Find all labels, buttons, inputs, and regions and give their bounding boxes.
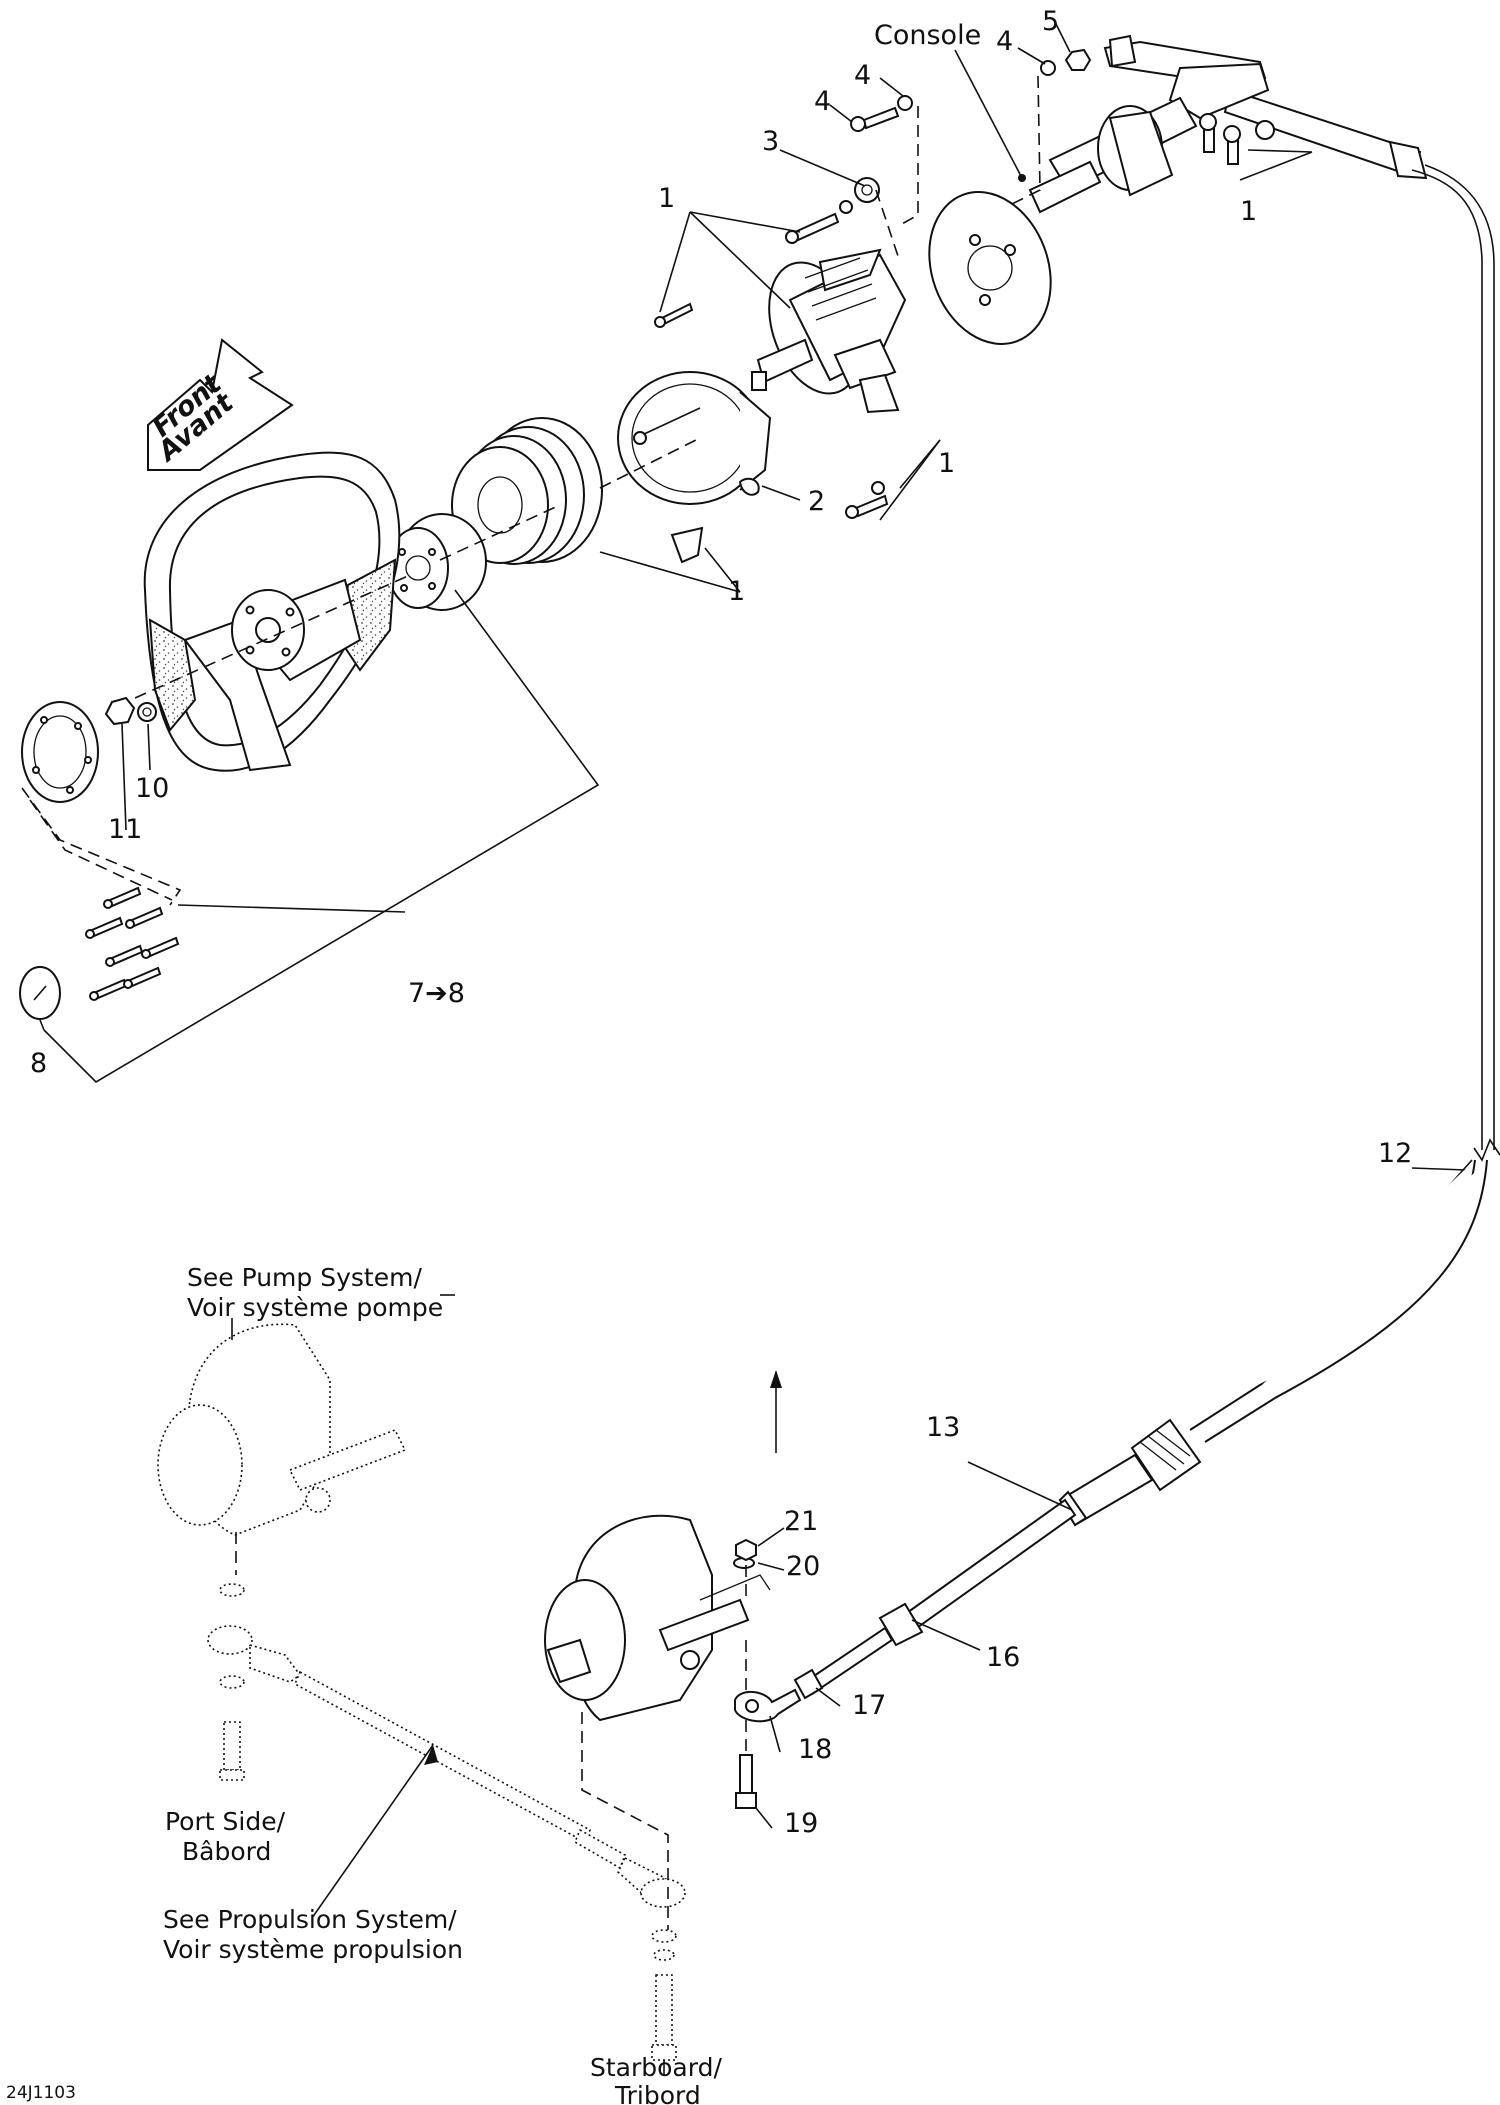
front-direction-arrow: Front Avant <box>147 338 294 471</box>
starboard-ref-line1: Starboard/ <box>590 2053 722 2082</box>
pump-ref-line2: Voir système pompe <box>187 1293 443 1322</box>
washer-3 <box>854 177 880 203</box>
key <box>738 477 760 496</box>
steering-cable-12 <box>793 1159 1488 1700</box>
port-ref-line2: Bâbord <box>182 1837 271 1866</box>
bolt-19 <box>735 1754 757 1809</box>
callout-3: 3 <box>762 126 779 157</box>
label-console: Console <box>874 20 981 51</box>
steering-column-assembly <box>928 34 1428 345</box>
callout-17: 17 <box>852 1690 886 1721</box>
callout-20: 20 <box>786 1551 820 1582</box>
washer-5a <box>897 95 913 111</box>
callout-5-right: 4 <box>996 26 1013 57</box>
tilt-mechanism <box>751 248 907 414</box>
callout-18: 18 <box>798 1734 832 1765</box>
propulsion-ref-line2: Voir système propulsion <box>163 1935 463 1964</box>
drawing-code: 24J1103 <box>6 2083 76 2103</box>
callout-1-right: 1 <box>1240 196 1257 227</box>
callout-12: 12 <box>1378 1138 1412 1169</box>
callout-labels: Console 5 4 4 4 3 1 1 1 2 1 10 11 7➔8 8 … <box>30 6 1412 1839</box>
callout-13: 13 <box>926 1412 960 1443</box>
callout-11: 11 <box>108 814 142 845</box>
reference-labels: See Pump System/ Voir système pompe Port… <box>6 1263 722 2105</box>
callout-5-left: 4 <box>854 60 871 91</box>
callout-1-boot: 1 <box>728 576 745 607</box>
horn-cap-8 <box>19 966 61 1020</box>
callout-7-8: 7➔8 <box>408 978 465 1009</box>
cable-top <box>1411 169 1483 1150</box>
starboard-ref-line2: Tribord <box>614 2081 701 2105</box>
callout-8: 8 <box>30 1048 47 1079</box>
hub-cover <box>617 371 772 505</box>
screw-set <box>85 886 180 1001</box>
callout-10: 10 <box>135 773 169 804</box>
starboard-nozzle <box>544 1514 771 1722</box>
callout-6: 5 <box>1042 6 1059 37</box>
port-nozzle <box>157 1323 407 1536</box>
callout-19: 19 <box>784 1808 818 1839</box>
washer-10 <box>137 702 157 722</box>
callout-1-mid: 1 <box>938 448 955 479</box>
port-ref-line1: Port Side/ <box>165 1807 286 1836</box>
steering-wheel <box>143 451 401 772</box>
tie-rod <box>249 1643 686 1908</box>
callout-16: 16 <box>986 1642 1020 1673</box>
hub-adapter <box>387 513 487 611</box>
propulsion-ref-line1: See Propulsion System/ <box>163 1905 457 1934</box>
callout-4: 4 <box>814 86 831 117</box>
nut-21 <box>735 1538 757 1562</box>
emblem-ring <box>21 701 99 803</box>
nut-6 <box>1064 48 1092 71</box>
boot-clip <box>670 526 704 564</box>
ball-joint-18 <box>734 1688 802 1723</box>
nut-11 <box>104 696 136 726</box>
callout-2: 2 <box>808 486 825 517</box>
screw-4 <box>862 106 900 130</box>
pump-ref-line1: See Pump System/ <box>187 1263 422 1292</box>
callout-21: 21 <box>784 1506 818 1537</box>
callout-1-top: 1 <box>658 183 675 214</box>
